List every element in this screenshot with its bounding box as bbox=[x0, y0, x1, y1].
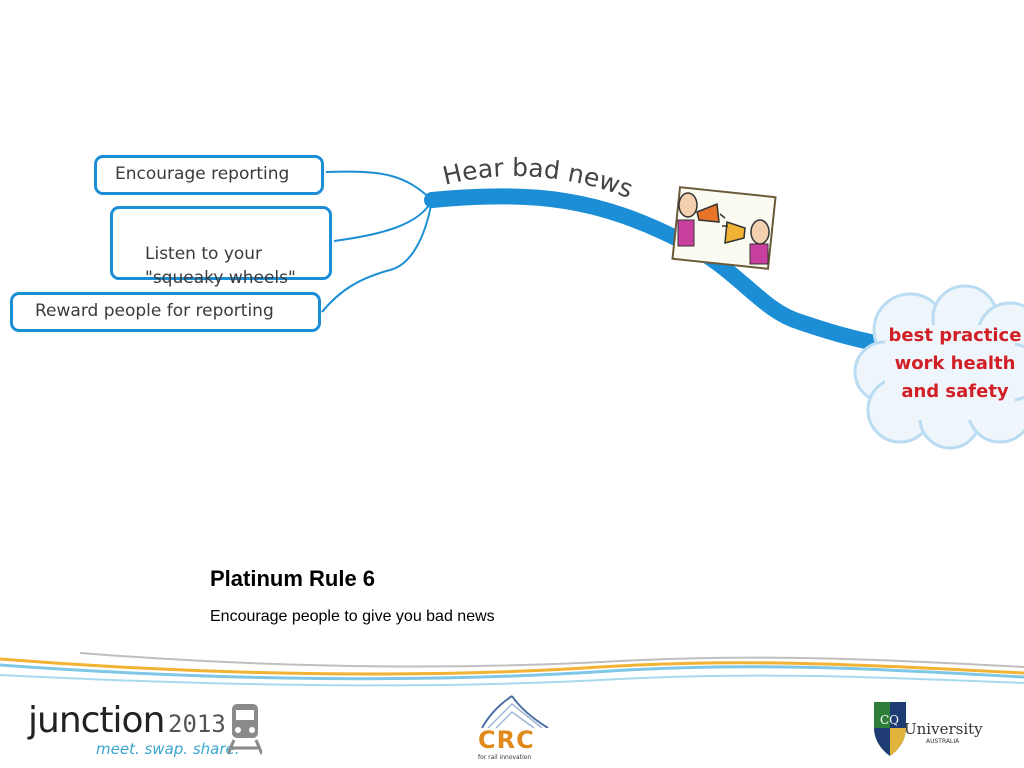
megaphone-cartoon-icon bbox=[671, 186, 777, 270]
main-branch bbox=[424, 188, 888, 352]
connector-encourage bbox=[325, 170, 433, 201]
cqu-mark: CQ bbox=[880, 713, 899, 727]
cqu-shield-icon: CQ bbox=[874, 702, 906, 756]
branch-squeaky-label: Listen to your "squeaky wheels" bbox=[145, 244, 296, 288]
branch-reward-label: Reward people for reporting bbox=[35, 301, 274, 321]
cloud-line-1: best practice bbox=[888, 325, 1022, 346]
branch-encourage-label: Encourage reporting bbox=[115, 164, 290, 184]
mind-map: Hear bad news bbox=[321, 153, 1024, 450]
junction-word: junction bbox=[28, 700, 165, 741]
junction-year: 2013 bbox=[168, 710, 226, 738]
branch-squeaky-wheels: Listen to your "squeaky wheels" bbox=[110, 206, 332, 288]
connector-squeaky bbox=[333, 199, 433, 242]
cloud-line-2: work health bbox=[894, 353, 1016, 374]
cqu-word: University bbox=[904, 720, 983, 738]
crc-logo: CRC for rail innovation bbox=[472, 694, 562, 762]
cloud-line-3: and safety bbox=[901, 381, 1009, 402]
footer-swoosh bbox=[0, 652, 1024, 687]
branch-encourage-reporting: Encourage reporting bbox=[94, 155, 324, 195]
slide-title: Platinum Rule 6 bbox=[210, 566, 376, 591]
cloud-shape bbox=[853, 284, 1024, 450]
cqu-logo: CQ University AUSTRALIA bbox=[870, 698, 1000, 762]
crc-arc-icon bbox=[481, 695, 549, 728]
cqu-sub: AUSTRALIA bbox=[926, 738, 960, 745]
train-icon bbox=[228, 704, 262, 755]
slide-subtitle: Encourage people to give you bad news bbox=[210, 608, 495, 625]
junction-tagline: meet. swap. share. bbox=[96, 740, 240, 758]
crc-word: CRC bbox=[478, 726, 535, 754]
junction-logo: junction 2013 meet. swap. share. bbox=[28, 700, 268, 762]
cloud-label: best practice work health and safety bbox=[880, 322, 1024, 406]
connector-reward bbox=[321, 199, 433, 313]
branch-reward-reporting: Reward people for reporting bbox=[10, 292, 321, 332]
crc-tagline: for rail innovation bbox=[478, 754, 532, 761]
